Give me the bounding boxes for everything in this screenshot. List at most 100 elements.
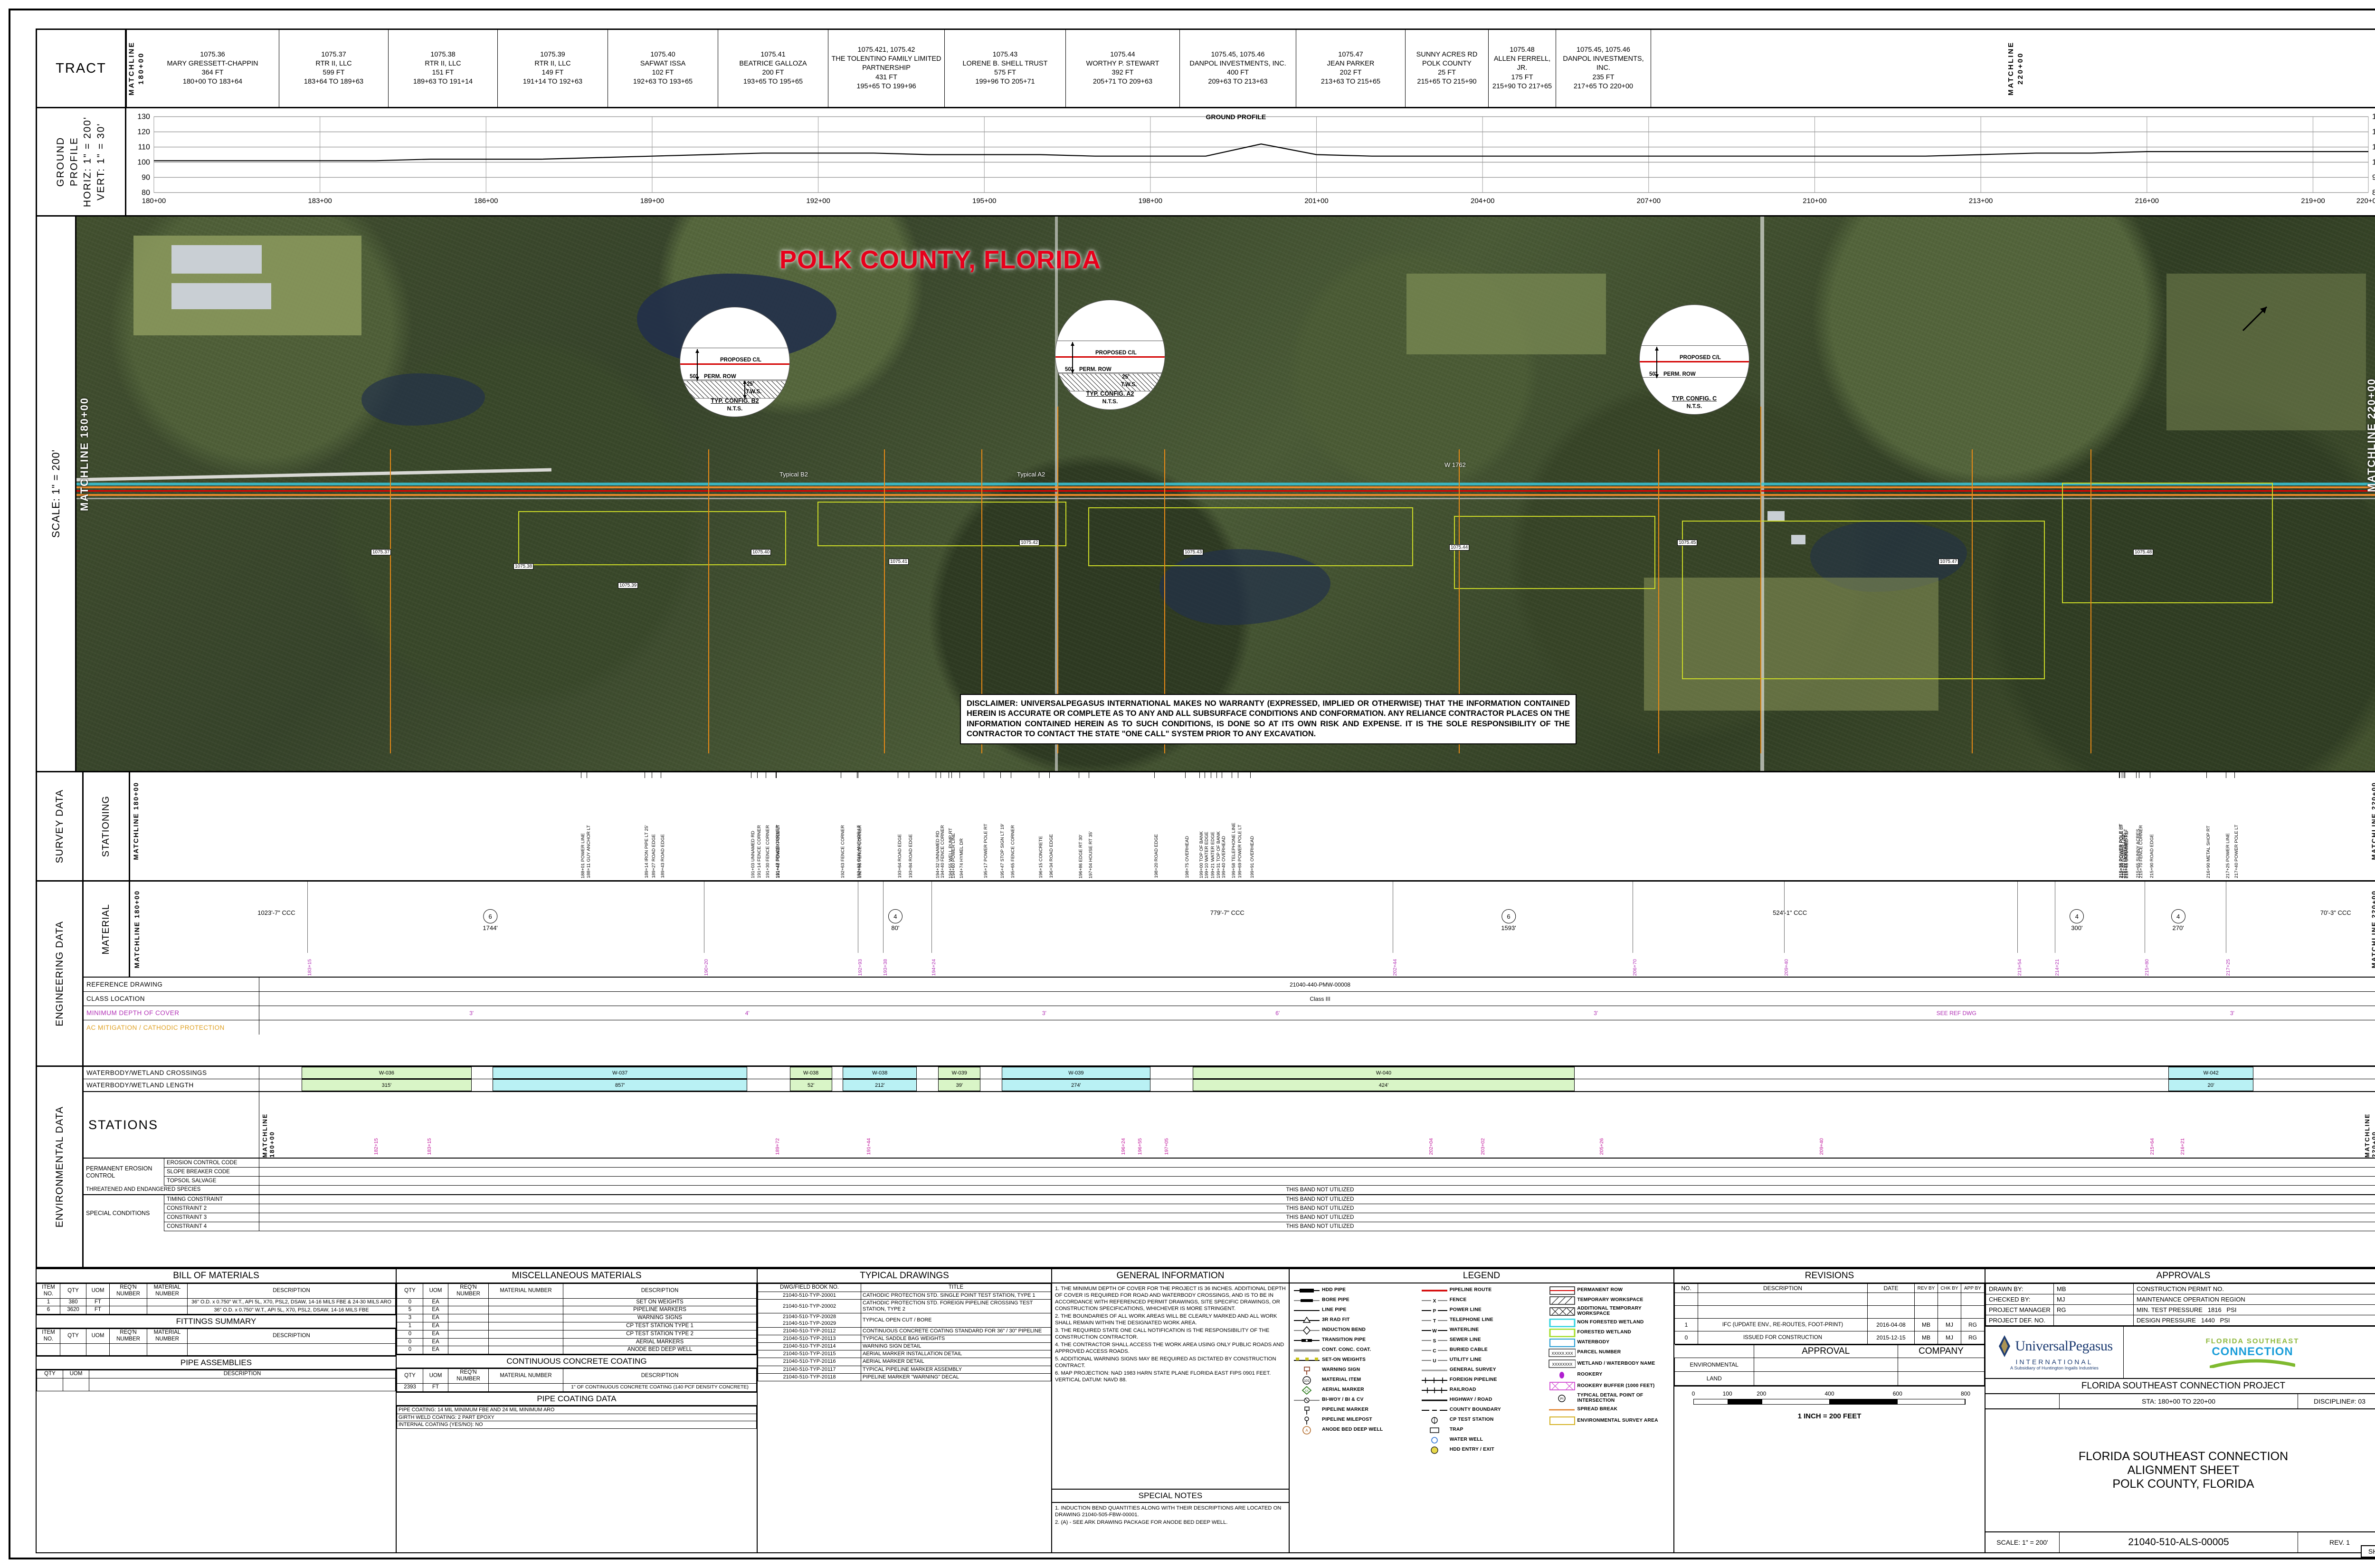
legend-item: SET-ON WEIGHTS	[1292, 1355, 1416, 1365]
environmental-row: SLOPE BREAKER CODE	[164, 1168, 2375, 1177]
typical-drawings-table: DWG/FIELD BOOK NO. TITLE 21040-510-TYP-2…	[758, 1283, 1051, 1382]
typical-dwg-title: TYPICAL SADDLE BAG WEIGHTS	[861, 1334, 1051, 1343]
tract-length: 431 FT	[875, 73, 897, 81]
scale-bar-segment	[1728, 1399, 1762, 1404]
tract-cell: 1075.37 RTR II, LLC 599 FT 183+64 TO 189…	[279, 30, 389, 107]
waterbody-crossing-cell: W-038	[789, 1067, 832, 1079]
material-item-label: 80'	[891, 924, 900, 931]
survey-station-callout: 198+20 ROAD EDGE	[1153, 834, 1159, 878]
legend-item-label: TELEPHONE LINE	[1449, 1317, 1493, 1323]
anode-bed-deep-well-icon: A	[1292, 1425, 1322, 1435]
pipeline-route-icon	[1419, 1286, 1450, 1295]
row-break-line	[1057, 407, 1058, 753]
utility-line-icon: U	[1419, 1356, 1450, 1365]
table-cell: EA	[423, 1346, 448, 1355]
rev-col-no: NO.	[1674, 1283, 1698, 1293]
environmental-row: EROSION CONTROL CODE	[164, 1159, 2375, 1168]
typical-dwg-title: PIPELINE MARKER "WARNING" DECAL	[861, 1373, 1051, 1382]
road-label: W 1762	[1444, 461, 1466, 468]
tract-range: 193+65 TO 195+65	[743, 78, 803, 86]
legend-item-label: SEWER LINE	[1449, 1337, 1481, 1343]
survey-station-callout: 199+10 WATER EDGE	[1204, 831, 1210, 878]
universalpegasus-sub: INTERNATIONAL	[2015, 1358, 2093, 1366]
legend-item: WATERBODY	[1547, 1338, 1672, 1348]
legend-item: HIGHWAY / ROAD	[1419, 1395, 1543, 1405]
perm-row-label: PERM. ROW	[1079, 367, 1112, 372]
fence-icon: X	[1419, 1296, 1450, 1305]
survey-station-callout: 191+03 UNNAMED RD	[750, 831, 756, 878]
north-arrow-icon	[2242, 306, 2268, 332]
tws-dim-label: 25'	[1122, 374, 1130, 380]
tract-range: 209+63 TO 213+63	[1208, 78, 1268, 86]
engineering-row-segment: 4'	[745, 1009, 750, 1017]
sta-discipline-row: STA: 180+00 TO 220+00 DISCIPLINE#: 03	[1986, 1394, 2375, 1409]
pipeline-milepost-icon	[1292, 1416, 1322, 1425]
legend-item: BI-WOY / BI & CV	[1292, 1395, 1416, 1405]
material-item-label: 1023'-7" CCC	[257, 909, 295, 916]
table-cell: FT	[86, 1298, 110, 1307]
environmental-row-label: CONSTRAINT 4	[164, 1222, 259, 1231]
waterbody-crossing-cell: W-042	[2168, 1067, 2254, 1079]
table-cell: MB	[1914, 1331, 1938, 1344]
typical-dwg-no: 21040-510-TYP-20002	[758, 1299, 861, 1314]
material-tick	[2017, 882, 2018, 953]
legend-item: LINE PIPE	[1292, 1305, 1416, 1315]
row-break-line	[2090, 449, 2091, 753]
table-cell	[1698, 1305, 1868, 1319]
typical-dwg-no: 21040-510-TYP-20028 21040-510-TYP-20029	[758, 1313, 861, 1328]
bom-col-uom: UOM	[86, 1283, 110, 1299]
scale-drawing-rev-row: SCALE: 1" = 200' 21040-510-ALS-00005 REV…	[1986, 1532, 2375, 1552]
approval-row-land: LAND	[1674, 1371, 1754, 1386]
tract-range: 215+65 TO 215+90	[1417, 78, 1477, 86]
survey-tick	[1185, 772, 1186, 778]
survey-station-callout: 199+40 OVERHEAD	[1221, 836, 1226, 878]
survey-station-callout: 216+90 METAL SHOP RT	[2205, 826, 2211, 878]
waterbody-crossings-label: WATERBODY/WETLAND CROSSINGS	[84, 1067, 259, 1079]
table-cell: EA	[423, 1330, 448, 1339]
approval-design-pressure: DESIGN PRESSURE 1440 PSI	[2133, 1315, 2375, 1326]
tract-range: 180+00 TO 183+64	[182, 78, 243, 86]
scale-label-text: SCALE: 1" = 200'	[50, 449, 62, 538]
scale-bar-segment	[1830, 1399, 1898, 1404]
material-station-tick: 183+15	[307, 959, 313, 976]
table-cell	[488, 1321, 563, 1330]
general-info-notes: 1. THE MINIMUM DEPTH OF COVER FOR THE PR…	[1052, 1283, 1289, 1489]
buried-cable-icon: C	[1419, 1346, 1450, 1355]
table-cell	[448, 1330, 489, 1339]
legend-item-label: PERMANENT ROW	[1577, 1287, 1623, 1293]
legend-item-label: ANODE BED DEEP WELL	[1322, 1427, 1383, 1433]
survey-station-callout: 189+14 IRON PIPE LT 25'	[644, 825, 649, 878]
survey-station-callout: 199+69 POWER POLE LT	[1237, 825, 1243, 878]
ccc-col-qty: QTY	[397, 1368, 423, 1384]
svg-text:80: 80	[2372, 189, 2375, 197]
legend-item-label: TYPICAL DETAIL POINT OF INTERSECTION	[1577, 1393, 1644, 1403]
typical-a2-marker: Typical A2	[1017, 471, 1045, 478]
fittings-summary-title: FITTINGS SUMMARY	[37, 1314, 396, 1329]
legend-item-label: ADDITIONAL TEMPORARY WORKSPACE	[1577, 1306, 1642, 1316]
fsc-logo-bottom: CONNECTION	[2212, 1345, 2293, 1358]
engineering-row-segment: SEE REF DWG	[1936, 1009, 1976, 1017]
table-cell: 2393	[397, 1383, 423, 1392]
table-row: INTERNAL COATING (YES/NO): NO	[397, 1421, 757, 1429]
waterbody-crossing-cell: W-036	[302, 1067, 472, 1079]
bom-col-item: ITEM NO.	[37, 1283, 60, 1299]
svg-text:XXXXX.XXX: XXXXX.XXX	[1552, 1351, 1574, 1356]
survey-station-callout: 215+43 MONUMENT LT	[2123, 828, 2128, 878]
corridor-band-cyan	[76, 483, 2375, 485]
bom-table: ITEM NO. QTY UOM REQ'N NUMBER MATERIAL N…	[37, 1283, 396, 1315]
survey-station-callout: 192+63 FENCE CORNER	[840, 825, 846, 878]
svg-text:204+00: 204+00	[1471, 197, 1494, 205]
engineering-data-label: ENGINEERING DATA	[37, 882, 84, 1065]
table-cell: 6	[37, 1306, 60, 1315]
tract-owner: MARY GRESSETT-CHAPPIN	[167, 59, 258, 67]
